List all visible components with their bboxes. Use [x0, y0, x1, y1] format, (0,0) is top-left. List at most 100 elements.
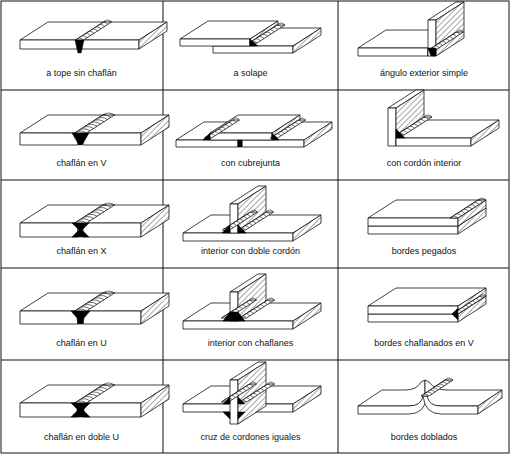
weld-bead [429, 32, 464, 50]
joint-caption: bordes doblados [341, 432, 507, 443]
weld-ripple [464, 207, 472, 209]
weld-section [71, 403, 90, 417]
weld-ripple [264, 384, 271, 386]
weld-bead [75, 293, 115, 311]
plate-front [83, 403, 141, 417]
weld-ripple [99, 385, 111, 387]
weld-section [272, 133, 279, 140]
weld-ripple [475, 200, 483, 202]
weld-ripple [243, 387, 250, 389]
weld-ripple [270, 28, 278, 30]
weld-ripple [459, 308, 465, 310]
weld-ripple [247, 212, 254, 214]
joint-caption: chaflán en X [3, 246, 160, 257]
plate-section [471, 120, 499, 146]
weld-ripple [89, 392, 101, 394]
weld-ripple [256, 217, 263, 219]
plate-front [368, 314, 458, 322]
weld-bead [76, 22, 112, 40]
weld-ripple [236, 391, 243, 393]
weld-ripple [243, 314, 250, 316]
weld-ripple [264, 300, 271, 302]
weld-ripple [79, 36, 87, 38]
plate-front [20, 403, 78, 417]
weld-ripple [78, 219, 90, 221]
weld-ripple [439, 41, 446, 43]
weld-ripple [82, 305, 94, 307]
weld-section [75, 40, 84, 53]
plate-front [368, 226, 458, 234]
weld-ripple [453, 32, 460, 34]
weld-ripple [82, 127, 94, 129]
weld-ripple [242, 226, 249, 228]
weld-ripple [85, 394, 97, 396]
weld-ripple [96, 208, 108, 210]
weld-ripple [96, 118, 108, 120]
weld-ripple [268, 298, 275, 300]
grid-line [1, 180, 509, 181]
weld-section [203, 133, 210, 140]
weld-ripple [267, 30, 275, 32]
weld-ripple [473, 299, 479, 301]
weld-ripple [450, 216, 458, 218]
joint-caption: chaflán en doble U [3, 432, 160, 443]
weld-ripple [263, 212, 270, 214]
plate-section [141, 385, 169, 417]
weld-ripple [421, 117, 429, 119]
weld-ripple [445, 378, 453, 380]
weld-ripple [92, 390, 104, 392]
plate-front [20, 223, 78, 237]
weld-bead [249, 25, 285, 43]
weld-ripple [257, 389, 264, 391]
weld-ripple [237, 219, 244, 221]
weld-ripple [99, 293, 111, 295]
weld-ripple [410, 124, 418, 126]
plate-section [478, 390, 502, 414]
weld-ripple [299, 118, 306, 120]
weld-ripple [250, 393, 257, 395]
weld-section [223, 397, 230, 404]
plate-front [358, 396, 427, 414]
weld-ripple [103, 113, 115, 115]
weld-ripple [256, 37, 264, 39]
weld-ripple [254, 391, 261, 393]
weld-ripple [250, 309, 257, 311]
weld-ripple [288, 125, 295, 127]
weld-ripple [417, 120, 425, 122]
weld-section [71, 311, 90, 324]
weld-ripple [461, 209, 469, 211]
weld-ripple [424, 115, 432, 117]
weld-ripple [92, 210, 104, 212]
plate-front [368, 306, 458, 314]
plate-front [358, 48, 428, 56]
weld-ripple [76, 38, 84, 40]
grid-line [1, 360, 509, 361]
joint-caption: cruz de cordones iguales [166, 432, 335, 443]
joint-caption: interior con doble cordón [166, 246, 335, 257]
weld-ripple [261, 387, 268, 389]
weld-ripple [85, 302, 97, 304]
weld-ripple [436, 44, 443, 46]
weld-ripple [96, 296, 108, 298]
weld-bead [240, 384, 275, 402]
weld-ripple [83, 34, 91, 36]
weld-bead [421, 380, 453, 396]
weld-ripple [246, 384, 253, 386]
weld-ripple [96, 388, 108, 390]
weld-ripple [407, 126, 415, 128]
weld-ripple [99, 115, 111, 117]
weld-ripple [222, 125, 229, 127]
weld-ripple [85, 124, 97, 126]
weld-ripple [463, 305, 469, 307]
weld-ripple [232, 393, 239, 395]
weld-section [396, 129, 405, 138]
weld-ripple [92, 298, 104, 300]
joint-caption: ángulo exterior simple [341, 68, 507, 79]
weld-ripple [477, 296, 483, 298]
plate-section [141, 205, 169, 237]
weld-bead [271, 120, 306, 138]
weld-ripple [443, 39, 450, 41]
plate-front [83, 133, 141, 145]
weld-ripple [263, 32, 271, 34]
weld-ripple [470, 301, 476, 303]
